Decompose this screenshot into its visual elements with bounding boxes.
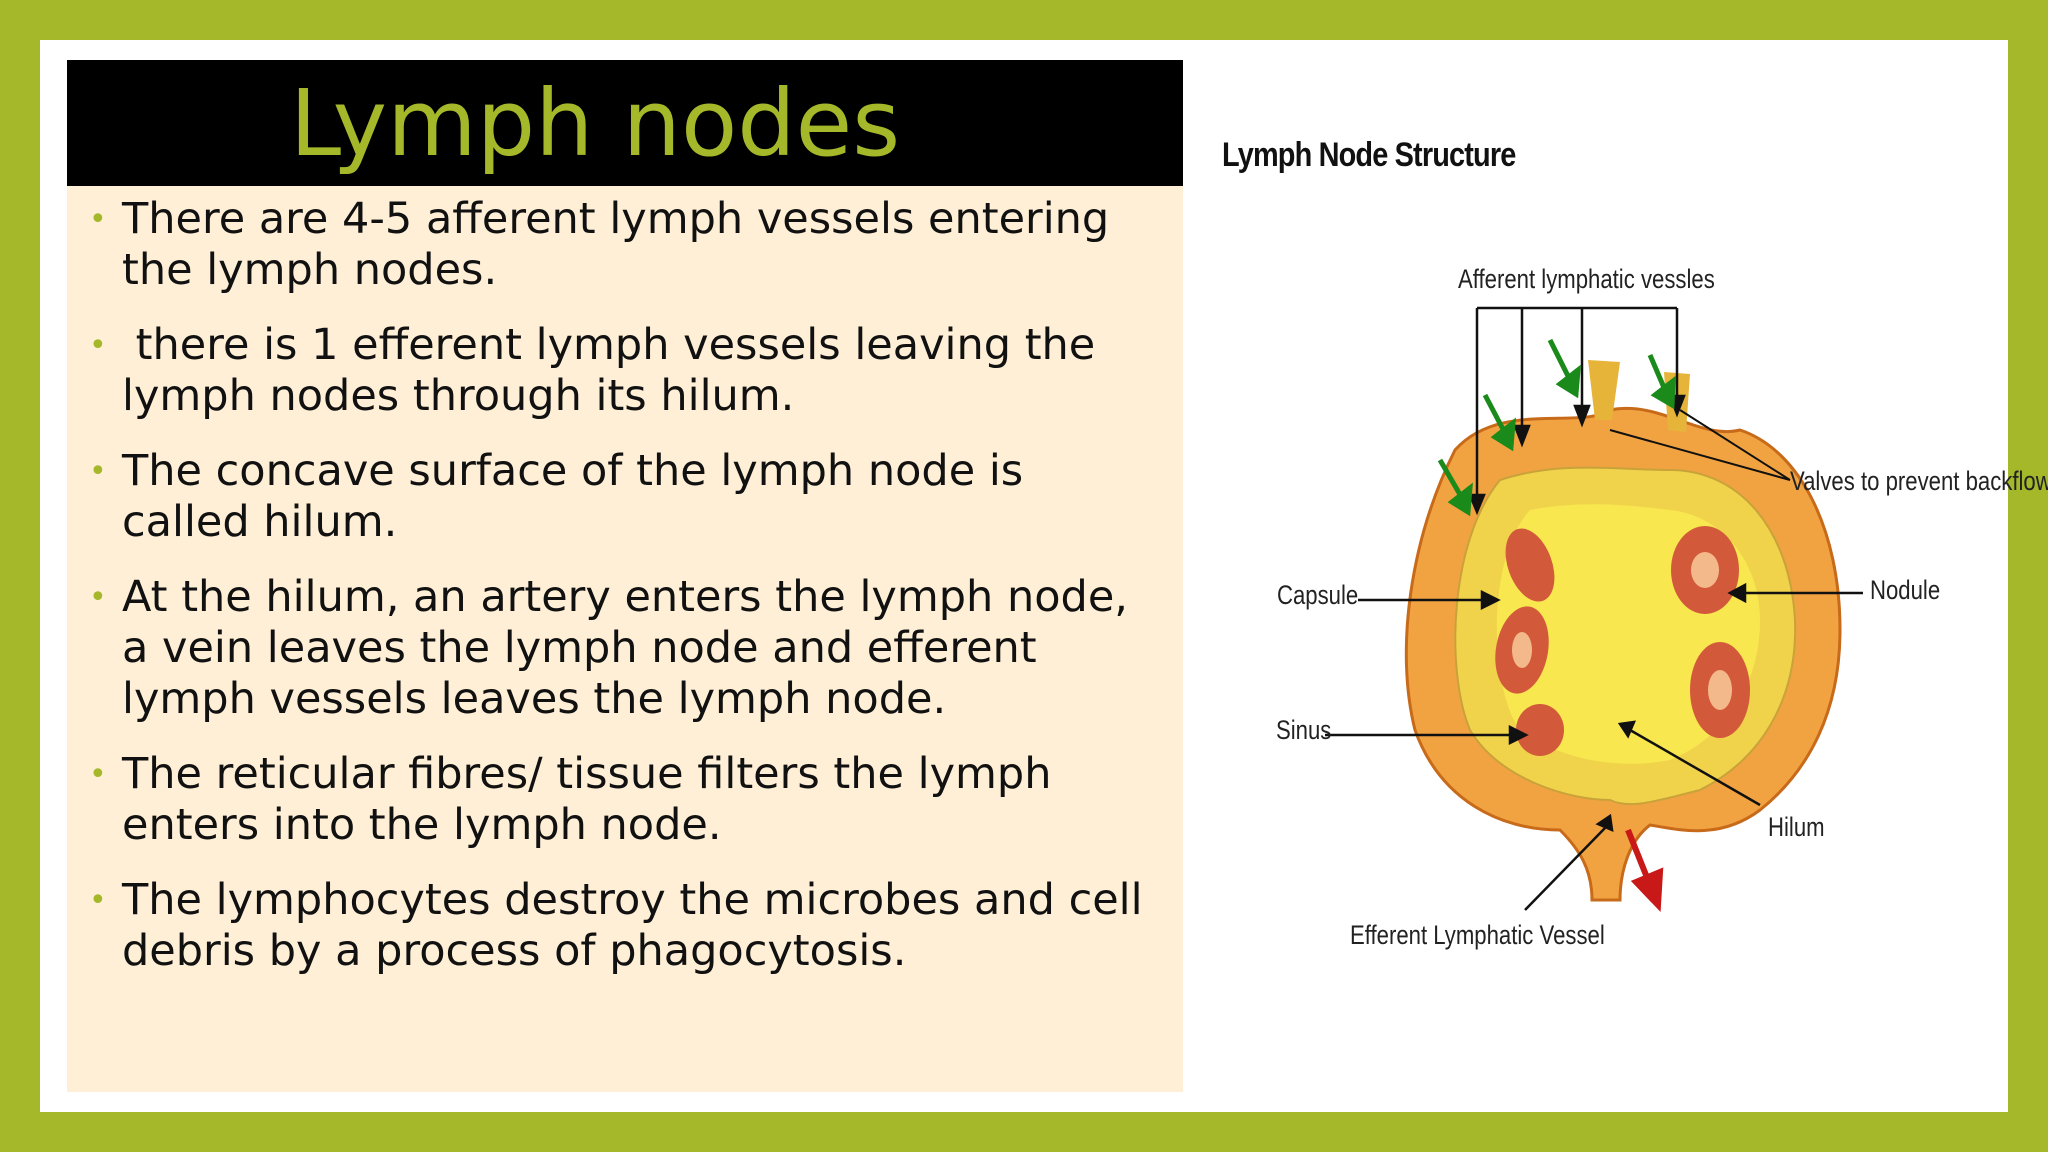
slide-title: Lymph nodes <box>289 69 901 177</box>
lymph-node-illustration <box>1325 306 1863 913</box>
label-valves: Valves to prevent backflow <box>1790 466 2048 496</box>
label-afferent: Afferent lymphatic vessles <box>1458 264 1715 294</box>
bullet-item: •The concave surface of the lymph node i… <box>89 446 1024 547</box>
lymph-nodule <box>1505 528 1555 602</box>
label-capsule: Capsule <box>1277 580 1359 610</box>
bullet-item: • there is 1 efferent lymph vessels leav… <box>89 320 1109 421</box>
bullet-list: •There are 4-5 afferent lymph vessels en… <box>67 186 1183 977</box>
bullet-item: •The reticular fibres/ tissue filters th… <box>89 749 1052 850</box>
bullet-item: •There are 4-5 afferent lymph vessels en… <box>89 194 1110 295</box>
label-hilum: Hilum <box>1768 812 1825 842</box>
bullet-dot-icon: • <box>89 883 107 918</box>
bullet-dot-icon: • <box>89 757 107 792</box>
bullet-dot-icon: • <box>89 454 107 489</box>
frame-notch-top <box>2008 0 2048 58</box>
lymph-nodule <box>1516 704 1564 756</box>
efferent-flow-arrow <box>1625 828 1664 913</box>
bullet-panel: •There are 4-5 afferent lymph vessels en… <box>67 186 1183 1092</box>
label-sinus: Sinus <box>1276 715 1332 745</box>
lymph-node-diagram: Lymph Node Structure <box>1200 110 2048 1030</box>
label-nodule: Nodule <box>1870 575 1941 605</box>
bullet-item: •The lymphocytes destroy the microbes an… <box>89 875 1143 976</box>
bullet-dot-icon: • <box>89 328 107 363</box>
afferent-arrows <box>1468 306 1686 516</box>
afferent-flow-arrows <box>1437 338 1676 517</box>
frame-notch-bottom <box>2008 1042 2048 1112</box>
label-efferent: Efferent Lymphatic Vessel <box>1350 920 1605 950</box>
bullet-dot-icon: • <box>89 580 107 615</box>
bullet-dot-icon: • <box>89 202 107 237</box>
title-bar: Lymph nodes <box>67 60 1183 186</box>
bullet-item: •At the hilum, an artery enters the lymp… <box>89 572 1128 724</box>
diagram-title: Lymph Node Structure <box>1222 136 1516 174</box>
